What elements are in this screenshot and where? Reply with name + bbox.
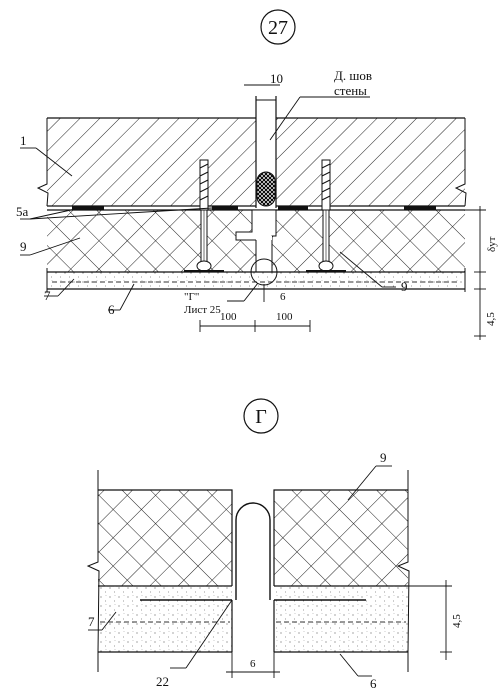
detail-callout-9: 9	[380, 450, 387, 465]
detail-ref-mark: "Г"	[184, 291, 199, 303]
detail-dimension-lines	[226, 580, 452, 678]
anchor-dowel-right	[306, 159, 346, 272]
callout-9-left: 9	[20, 239, 27, 254]
dim-gap-top: 6	[280, 291, 286, 303]
dimension-lines	[199, 206, 486, 340]
section-badge-circle	[260, 9, 296, 45]
detail-break-left	[86, 470, 100, 672]
break-mark-right	[454, 118, 467, 207]
dim-thickness: δут	[486, 236, 498, 252]
callout-7: 7	[44, 288, 51, 303]
section-badge-label: 27	[268, 17, 288, 39]
callout-9-right: 9	[401, 279, 408, 294]
detail-badge-label: Г	[255, 406, 267, 428]
joint-profile	[235, 502, 271, 600]
detail-callout-22: 22	[156, 674, 169, 689]
break-mark-left	[36, 118, 49, 207]
detail-dim-layer: 4,5	[451, 614, 463, 628]
detail-badge-circle	[243, 398, 279, 434]
detail-render-layer-right	[274, 586, 408, 652]
wall-joint-label-line2: стены	[334, 83, 367, 98]
anchor-dowel-left	[184, 159, 224, 272]
dim-layer-top: 4,5	[485, 312, 497, 326]
callout-10: 10	[270, 71, 283, 86]
detail-insulation-right	[274, 490, 408, 586]
dim-left-100: 100	[220, 311, 237, 323]
leader-lines	[20, 84, 396, 311]
render-layer	[47, 272, 465, 289]
detail-dim-gap: 6	[250, 658, 256, 670]
callout-5a: 5а	[16, 204, 29, 219]
callout-6: 6	[108, 302, 115, 317]
dim-right-100: 100	[276, 311, 293, 323]
detail-callout-6: 6	[370, 676, 377, 691]
adhesive-strips	[72, 206, 436, 210]
detail-insulation-left	[98, 490, 232, 586]
wall-joint-label-line1: Д. шов	[334, 68, 372, 83]
callout-1: 1	[20, 133, 27, 148]
detail-break-right	[396, 470, 410, 672]
insulation-step-joint	[235, 209, 277, 241]
detail-section-drawing: Г	[86, 398, 463, 691]
detail-leader-lines	[88, 465, 392, 677]
top-section-drawing: 27	[16, 9, 498, 340]
detail-ref-sheet: Лист 25	[184, 304, 221, 316]
detail-callout-7: 7	[88, 614, 95, 629]
sealant-rope	[256, 171, 276, 207]
detail-render-layer-left	[98, 586, 232, 652]
